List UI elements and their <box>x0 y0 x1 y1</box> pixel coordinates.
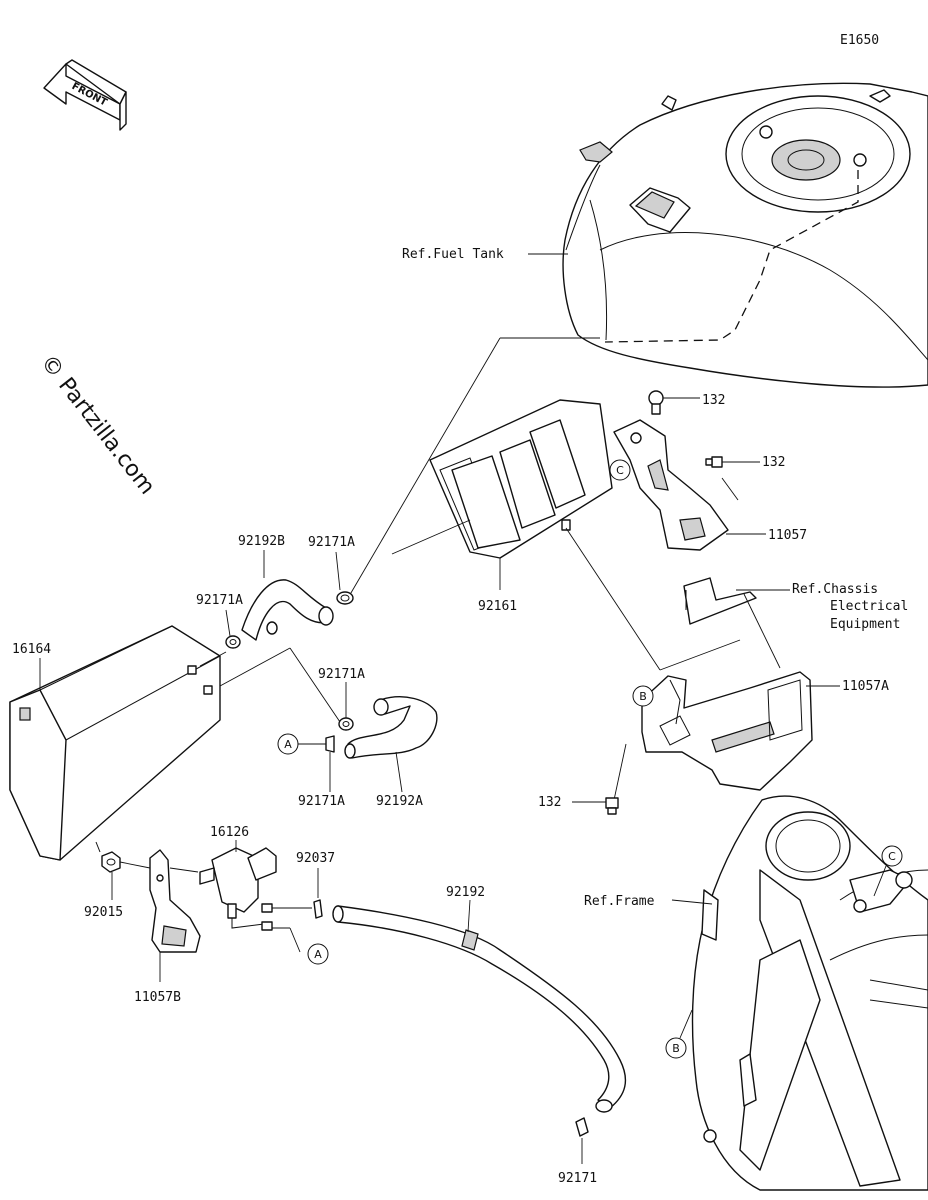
front-arrow-icon: FRONT <box>43 59 127 131</box>
label-ref-fuel-tank: Ref.Fuel Tank <box>402 247 504 262</box>
callout-b-low: B <box>672 1042 680 1055</box>
label-ref-chassis-3: Equipment <box>830 617 900 632</box>
label-11057b: 11057B <box>134 990 181 1005</box>
part-11057a-bracket <box>641 671 813 791</box>
label-16126: 16126 <box>210 825 249 840</box>
fuel-tank <box>562 82 928 388</box>
label-ref-frame: Ref.Frame <box>584 894 655 909</box>
label-92192: 92192 <box>446 885 485 900</box>
part-92015-nut <box>101 851 121 873</box>
label-92015: 92015 <box>84 905 123 920</box>
diagram-code: E1650 <box>840 33 879 48</box>
label-132-b: 132 <box>762 455 785 470</box>
part-16164-canister <box>9 625 221 861</box>
watermark: © Partzilla.com <box>35 350 159 499</box>
label-132-c: 132 <box>538 795 561 810</box>
label-16164: 16164 <box>12 642 51 657</box>
clamp-92171a-top <box>336 591 354 605</box>
part-16126-valve <box>199 847 277 931</box>
label-92192b: 92192B <box>238 534 285 549</box>
label-132-a: 132 <box>702 393 725 408</box>
chassis-electrical-ref <box>683 577 757 625</box>
label-11057: 11057 <box>768 528 807 543</box>
part-92192a-hose <box>344 696 438 759</box>
label-92171: 92171 <box>558 1171 597 1186</box>
callout-b-mid: B <box>639 690 647 703</box>
part-92192b-hose <box>241 579 334 641</box>
clamp-92171a-low <box>325 735 335 753</box>
label-92037: 92037 <box>296 851 335 866</box>
label-92171a-mid: 92171A <box>318 667 365 682</box>
clamp-92171a-left <box>225 635 241 649</box>
label-92171a-low: 92171A <box>298 794 345 809</box>
label-ref-chassis-2: Electrical <box>830 599 908 614</box>
bolt-132-c <box>605 797 619 815</box>
callout-a-low: A <box>314 948 322 961</box>
callout-a-left: A <box>284 738 292 751</box>
part-11057-bracket <box>613 419 729 551</box>
part-92161-cover <box>429 399 613 559</box>
clamp-92171a-mid <box>338 717 354 731</box>
bolt-132-a <box>648 390 664 415</box>
part-11057b-bracket <box>149 849 201 953</box>
bolt-132-b <box>705 456 723 468</box>
part-92171-clip <box>575 1117 589 1137</box>
callout-c-top: C <box>616 464 624 477</box>
callout-c-right: C <box>888 850 896 863</box>
label-11057a: 11057A <box>842 679 889 694</box>
label-92171a-left: 92171A <box>196 593 243 608</box>
frame-ref <box>691 795 928 1191</box>
label-ref-chassis-1: Ref.Chassis <box>792 582 878 597</box>
label-92161: 92161 <box>478 599 517 614</box>
part-92037-clip <box>313 899 323 919</box>
label-92192a: 92192A <box>376 794 423 809</box>
part-92192-hose <box>332 905 627 1113</box>
label-92171a-top: 92171A <box>308 535 355 550</box>
